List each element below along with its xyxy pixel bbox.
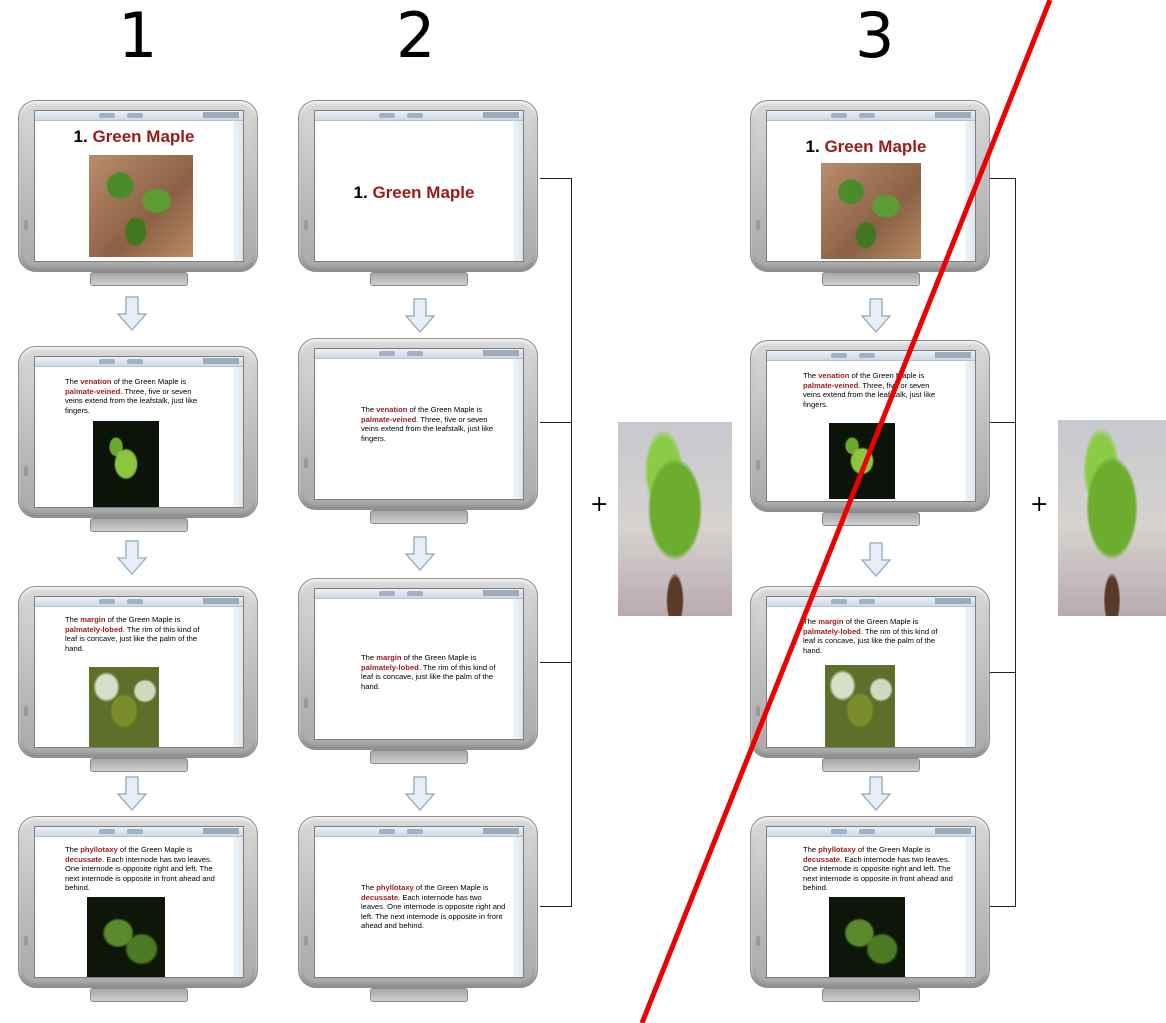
monitor-c1-phyllotaxy: The phyllotaxy of the Green Maple is dec… bbox=[18, 816, 258, 1004]
down-arrow-icon bbox=[116, 540, 148, 576]
venation-text: The venation of the Green Maple is palma… bbox=[361, 405, 494, 443]
down-arrow-icon bbox=[860, 776, 892, 812]
monitor-button bbox=[24, 220, 28, 230]
bracket-tick bbox=[990, 422, 1016, 423]
venation-photo bbox=[829, 423, 895, 499]
monitor-c1-venation: The venation of the Green Maple is palma… bbox=[18, 346, 258, 534]
monitor-c2-venation: The venation of the Green Maple is palma… bbox=[298, 338, 538, 526]
slide-screen: 1. Green Maple bbox=[34, 110, 244, 262]
slide-screen: The phyllotaxy of the Green Maple is dec… bbox=[34, 826, 244, 978]
monitor-c1-title: 1. Green Maple bbox=[18, 100, 258, 288]
bracket-tick bbox=[540, 178, 572, 179]
bracket-tick bbox=[540, 422, 572, 423]
slide-screen: The phyllotaxy of the Green Maple is dec… bbox=[766, 826, 976, 978]
monitor-c1-margin: The margin of the Green Maple is palmate… bbox=[18, 586, 258, 774]
bracket-tick bbox=[540, 662, 572, 663]
phyllotaxy-text: The phyllotaxy of the Green Maple is dec… bbox=[65, 845, 215, 893]
monitor-c2-margin: The margin of the Green Maple is palmate… bbox=[298, 578, 538, 766]
monitor-c2-title: 1. Green Maple bbox=[298, 100, 538, 288]
slide-title: 1. Green Maple bbox=[73, 127, 195, 146]
margin-text: The margin of the Green Maple is palmate… bbox=[361, 653, 496, 691]
phyllotaxy-text: The phyllotaxy of the Green Maple is dec… bbox=[361, 883, 506, 931]
slide-toolbar bbox=[35, 111, 243, 121]
slide-screen: 1. Green Maple bbox=[314, 110, 524, 262]
venation-photo bbox=[93, 421, 159, 507]
down-arrow-icon bbox=[404, 536, 436, 572]
slide-screen: The venation of the Green Maple is palma… bbox=[766, 350, 976, 502]
phyllotaxy-text: The phyllotaxy of the Green Maple is dec… bbox=[803, 845, 953, 893]
column-number-2: 2 bbox=[396, 0, 436, 72]
plus-sign: + bbox=[1030, 492, 1049, 517]
slide-screen: The venation of the Green Maple is palma… bbox=[34, 356, 244, 508]
slide-screen: The margin of the Green Maple is palmate… bbox=[34, 596, 244, 748]
bracket-tick bbox=[990, 672, 1016, 673]
margin-text: The margin of the Green Maple is palmate… bbox=[803, 617, 938, 655]
monitor-c3-phyllotaxy: The phyllotaxy of the Green Maple is dec… bbox=[750, 816, 990, 1004]
green-maple-photo bbox=[89, 155, 193, 257]
slide-screen: The venation of the Green Maple is palma… bbox=[314, 348, 524, 500]
margin-photo bbox=[825, 665, 895, 747]
plus-sign: + bbox=[590, 492, 609, 517]
green-maple-photo bbox=[821, 163, 921, 259]
down-arrow-icon bbox=[404, 776, 436, 812]
slide-title: 1. Green Maple bbox=[353, 183, 475, 202]
slide-title: 1. Green Maple bbox=[805, 137, 927, 156]
bracket-tick bbox=[990, 178, 1016, 179]
column-number-3: 3 bbox=[855, 0, 895, 72]
monitor-c3-title: 1. Green Maple bbox=[750, 100, 990, 288]
down-arrow-icon bbox=[404, 298, 436, 334]
monitor-c3-margin: The margin of the Green Maple is palmate… bbox=[750, 586, 990, 774]
bracket-line bbox=[571, 178, 572, 907]
down-arrow-icon bbox=[860, 542, 892, 578]
bracket-tick bbox=[990, 906, 1016, 907]
slide-screen: The margin of the Green Maple is palmate… bbox=[314, 588, 524, 740]
whole-plant-photo bbox=[1058, 420, 1166, 616]
monitor-stand bbox=[90, 272, 188, 286]
slide-screen: The phyllotaxy of the Green Maple is dec… bbox=[314, 826, 524, 978]
bracket-tick bbox=[540, 906, 572, 907]
monitor-c3-venation: The venation of the Green Maple is palma… bbox=[750, 340, 990, 528]
column-number-1: 1 bbox=[118, 0, 158, 72]
phyllotaxy-photo bbox=[87, 897, 165, 977]
margin-text: The margin of the Green Maple is palmate… bbox=[65, 615, 200, 653]
slide-screen: 1. Green Maple bbox=[766, 110, 976, 262]
down-arrow-icon bbox=[116, 776, 148, 812]
monitor-c2-phyllotaxy: The phyllotaxy of the Green Maple is dec… bbox=[298, 816, 538, 1004]
down-arrow-icon bbox=[116, 296, 148, 332]
margin-photo bbox=[89, 667, 159, 747]
whole-plant-photo bbox=[618, 422, 732, 616]
venation-text: The venation of the Green Maple is palma… bbox=[65, 377, 198, 415]
down-arrow-icon bbox=[860, 298, 892, 334]
phyllotaxy-photo bbox=[829, 897, 905, 977]
bracket-line bbox=[1015, 178, 1016, 907]
